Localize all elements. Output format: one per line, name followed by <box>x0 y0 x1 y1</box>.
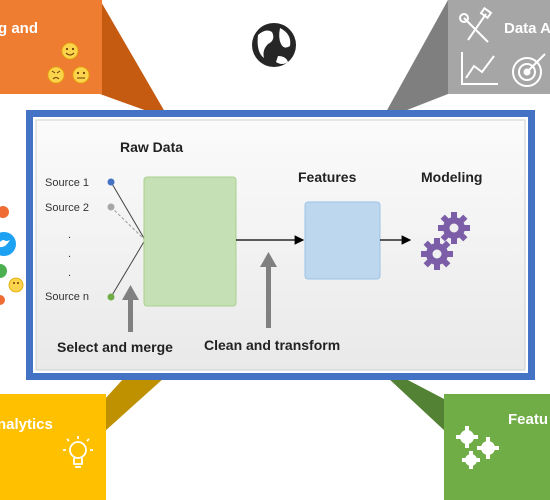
clean-transform-arrow <box>260 252 277 328</box>
source-2-node <box>107 203 115 211</box>
top-right-panel-label: Data A <box>504 20 550 37</box>
clean-transform-label: Clean and transform <box>204 337 340 353</box>
source-connectors <box>107 178 146 301</box>
select-merge-label: Select and merge <box>57 339 173 355</box>
bottom-left-panel-label: nalytics <box>0 416 53 433</box>
raw-data-title: Raw Data <box>120 139 183 155</box>
top-right-panel: Data A <box>386 0 550 112</box>
tools-icon <box>459 6 493 43</box>
bottom-right-panel-label: Featu <box>508 411 548 428</box>
modeling-gears-icon <box>421 212 470 270</box>
raw-data-box <box>143 176 237 307</box>
bottom-left-panel: nalytics <box>0 378 164 500</box>
ellipsis-dot: . <box>68 229 71 241</box>
source-1-node <box>107 178 115 186</box>
line-chart-icon <box>461 52 498 85</box>
source-n-label: Source n <box>45 291 89 303</box>
social-icon <box>0 206 24 305</box>
ellipsis-dot: . <box>68 267 71 279</box>
select-merge-arrow <box>122 285 139 332</box>
emoji-icon <box>47 42 90 84</box>
lightbulb-icon <box>63 436 93 468</box>
source-n-node <box>107 293 115 301</box>
top-left-panel-label: g and <box>0 20 38 37</box>
target-icon <box>512 53 546 87</box>
gears-icon <box>456 426 499 469</box>
top-left-panel: g and <box>0 0 165 112</box>
features-title: Features <box>298 169 357 185</box>
bottom-right-panel: Featu <box>388 378 550 500</box>
ellipsis-dot: . <box>68 248 71 260</box>
source-1-label: Source 1 <box>45 177 89 189</box>
features-box <box>304 201 381 280</box>
globe-icon <box>252 23 296 67</box>
modeling-title: Modeling <box>421 169 482 185</box>
source-2-label: Source 2 <box>45 202 89 214</box>
